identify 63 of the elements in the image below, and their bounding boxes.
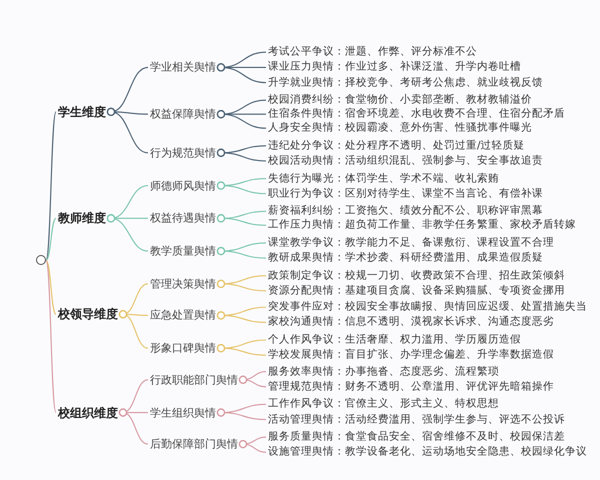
leaf-topic-text: 服务质量舆情：食堂食品安全、宿舍维修不及时、校园保洁差 <box>268 430 565 444</box>
connector-curve <box>45 112 57 261</box>
leaf-topic-text: 政策制定争议：校规一刀切、收费政策不合理、招生政策倾斜 <box>268 269 565 282</box>
leaf-topic-text: 个人作风争议：生活奢靡、权力滥用、学历履历造假 <box>268 334 521 346</box>
leaf-topic-text: 考试公平争议：泄题、作弊、评分标准不公 <box>268 46 477 58</box>
leaf-topic-text: 家校沟通舆情：信息不透明、漠视家长诉求、沟通态度恶劣 <box>268 316 554 329</box>
leaf-topic-text: 工作压力舆情：超负荷工作量、非教学任务繁重、家校矛盾转嫁 <box>268 219 576 232</box>
dimension-topic: 学生维度 <box>58 104 106 120</box>
leaf-topic-text: 管理规范舆情：财务不透明、公章滥用、评优评先暗箱操作 <box>268 380 554 394</box>
subtopic-text: 行政职能部门舆情 <box>150 373 238 386</box>
leaf-topic-text: 教研成果舆情：学术抄袭、科研经费滥用、成果造假质疑 <box>268 252 543 264</box>
leaf-topic-text: 服务效率舆情：办事拖沓、态度恶劣、流程繁琐 <box>268 365 499 378</box>
subtopic-text: 权益待遇舆情 <box>150 212 216 225</box>
leaf-topic-text: 住宿条件舆情：宿舍环境差、水电收费不合理、住宿分配矛盾 <box>268 108 565 120</box>
subtopic-text: 学业相关舆情 <box>150 60 216 74</box>
leaf-topic-text: 薪资福利纠纷：工资拖欠、绩效分配不公、职称评审黑幕 <box>268 205 543 218</box>
connector-curve <box>216 148 266 162</box>
leaf-topic-text: 违纪处分争议：处分程序不透明、处罚过重/过轻质疑 <box>268 139 525 152</box>
dimension-topic: 校组织维度 <box>58 405 118 420</box>
dimension-topic: 校领导维度 <box>58 307 118 322</box>
leaf-topic-text: 失德行为曝光：体罚学生、学术不端、收礼索贿 <box>268 172 499 185</box>
connector-curve <box>118 310 148 349</box>
connector-curve <box>45 260 57 413</box>
subtopic-text: 行为规范舆情 <box>150 146 216 160</box>
connector-curve <box>216 311 266 323</box>
subtopic-text: 管理决策舆情 <box>150 277 216 290</box>
dimension-topic: 教师维度 <box>58 211 106 226</box>
leaf-topic-text: 设施管理舆情：教学设备老化、运动场地安全隐患、校园绿化争议 <box>268 446 587 459</box>
connector-curve <box>216 408 266 420</box>
leaf-topic-text: 职业行为争议：区别对待学生、课堂不当言论、有偿补课 <box>268 187 543 200</box>
subtopic-text: 学生组织舆情 <box>150 406 216 420</box>
connector-curve <box>216 280 266 292</box>
connector-curve <box>216 344 266 356</box>
connector-curve <box>46 260 56 315</box>
leaf-topic-text: 学校发展舆情：盲目扩张、办学理念偏差、升学率数据造假 <box>268 348 554 362</box>
subtopic-text: 权益保障舆情 <box>150 108 216 121</box>
connector-curve <box>238 376 266 388</box>
connector-curve <box>216 246 266 259</box>
leaf-topic-text: 校园消费纠纷：食堂物价、小卖部垄断、教材教辅溢价 <box>268 94 532 106</box>
connector-curve <box>216 110 266 129</box>
subtopic-text: 后勤保障部门舆情 <box>150 438 238 451</box>
root-circle <box>36 255 46 266</box>
leaf-topic-text: 突发事件应对：校园安全事故瞒报、舆情回应迟缓、处置措施失当 <box>268 300 587 314</box>
subtopic-text: 应急处置舆情 <box>150 308 216 322</box>
subtopic-text: 师德师风舆情 <box>150 178 216 192</box>
connector-curve <box>238 440 266 453</box>
connector-curve <box>216 63 266 84</box>
subtopic-text: 教学质量舆情 <box>150 244 216 258</box>
connector-curve <box>46 218 56 261</box>
leaf-topic-text: 升学就业舆情：择校竞争、考研考公焦虑、就业歧视反馈 <box>268 76 543 89</box>
connector-curve <box>216 214 266 226</box>
leaf-topic-text: 课业压力舆情：作业过多、补课泛滥、升学内卷吐槽 <box>268 61 521 74</box>
leaf-topic-text: 校园活动舆情：活动组织混乱、强制参与、安全事故追责 <box>268 154 543 168</box>
leaf-topic-text: 活动管理舆情：活动经费滥用、强制学生参与、评选不公投诉 <box>268 413 565 426</box>
subtopic-text: 形象口碑舆情 <box>150 342 216 355</box>
connector-curve <box>118 408 148 445</box>
connector-curve <box>106 214 148 252</box>
connector-curve <box>216 181 266 194</box>
connector-curve <box>106 108 148 154</box>
leaf-topic-text: 课堂教学争议：教学能力不足、备课敷衍、课程设置不合理 <box>268 236 554 250</box>
leaf-topic-text: 人身安全舆情：校园霸凌、意外伤害、性骚扰事件曝光 <box>268 122 532 135</box>
leaf-topic-text: 资源分配舆情：基建项目贪腐、设备采购猫腻、专项资金挪用 <box>268 284 565 298</box>
leaf-topic-text: 工作作风争议：官僚主义、形式主义、特权思想 <box>268 398 499 411</box>
